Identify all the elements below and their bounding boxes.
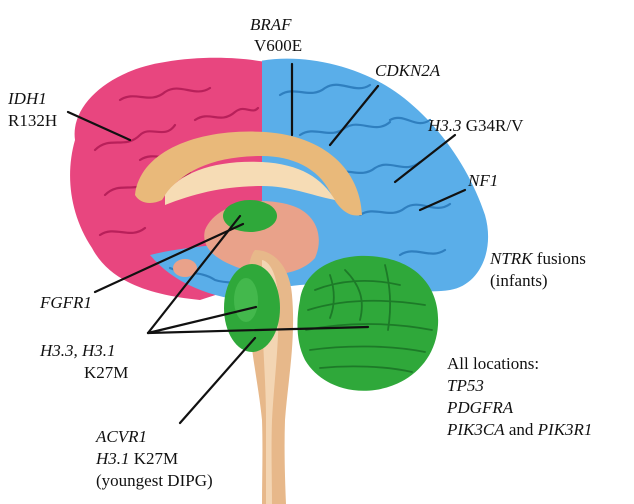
braf-gene: BRAF bbox=[250, 15, 292, 34]
all-locations-text: All locations: bbox=[447, 354, 539, 373]
acvr1-pointer bbox=[180, 338, 255, 423]
acvr1-gene: ACVR1 bbox=[96, 427, 147, 446]
h33-g34-label: H3.3 G34R/V bbox=[428, 115, 523, 136]
h33-h31-variant-label: K27M bbox=[84, 362, 128, 383]
ntrk-label: NTRK fusions bbox=[490, 248, 586, 269]
tp53-label: TP53 bbox=[447, 375, 484, 396]
h33-variant: G34R/V bbox=[466, 116, 524, 135]
h33-h31-variant: K27M bbox=[84, 363, 128, 382]
pdgfra-gene: PDGFRA bbox=[447, 398, 513, 417]
nf1-label: NF1 bbox=[468, 170, 498, 191]
cdkn2a-label: CDKN2A bbox=[375, 60, 440, 81]
nf1-gene: NF1 bbox=[468, 171, 498, 190]
and-word: and bbox=[509, 420, 534, 439]
ntrk-gene: NTRK bbox=[490, 249, 533, 268]
all-locations-heading: All locations: bbox=[447, 353, 539, 374]
pdgfra-label: PDGFRA bbox=[447, 397, 513, 418]
acvr1-h31-label: H3.1 K27M bbox=[96, 448, 178, 469]
acvr1-note: (youngest DIPG) bbox=[96, 471, 213, 490]
tp53-gene: TP53 bbox=[447, 376, 484, 395]
pik3-label: PIK3CA and PIK3R1 bbox=[447, 419, 592, 440]
pik3r1-gene: PIK3R1 bbox=[538, 420, 593, 439]
idh1-label: IDH1 bbox=[8, 88, 47, 109]
braf-label: BRAF bbox=[250, 14, 292, 35]
ntrk-suffix: fusions bbox=[537, 249, 586, 268]
h33-h31-label: H3.3, H3.1 bbox=[40, 340, 116, 361]
acvr1-note-label: (youngest DIPG) bbox=[96, 470, 213, 491]
h33-h31-gene: H3.3, H3.1 bbox=[40, 341, 116, 360]
pik3ca-gene: PIK3CA bbox=[447, 420, 505, 439]
ntrk-note: (infants) bbox=[490, 271, 548, 290]
idh1-gene: IDH1 bbox=[8, 89, 47, 108]
fgfr1-label: FGFR1 bbox=[40, 292, 92, 313]
pons-highlight bbox=[234, 278, 258, 322]
acvr1-h31-gene: H3.1 bbox=[96, 449, 130, 468]
braf-variant-label: V600E bbox=[254, 35, 302, 56]
acvr1-variant: K27M bbox=[134, 449, 178, 468]
ntrk-note-label: (infants) bbox=[490, 270, 548, 291]
fgfr1-gene: FGFR1 bbox=[40, 293, 92, 312]
cdkn2a-gene: CDKN2A bbox=[375, 61, 440, 80]
h33-gene: H3.3 bbox=[428, 116, 462, 135]
acvr1-label: ACVR1 bbox=[96, 426, 147, 447]
idh1-variant: R132H bbox=[8, 111, 57, 130]
idh1-variant-label: R132H bbox=[8, 110, 57, 131]
braf-variant: V600E bbox=[254, 36, 302, 55]
